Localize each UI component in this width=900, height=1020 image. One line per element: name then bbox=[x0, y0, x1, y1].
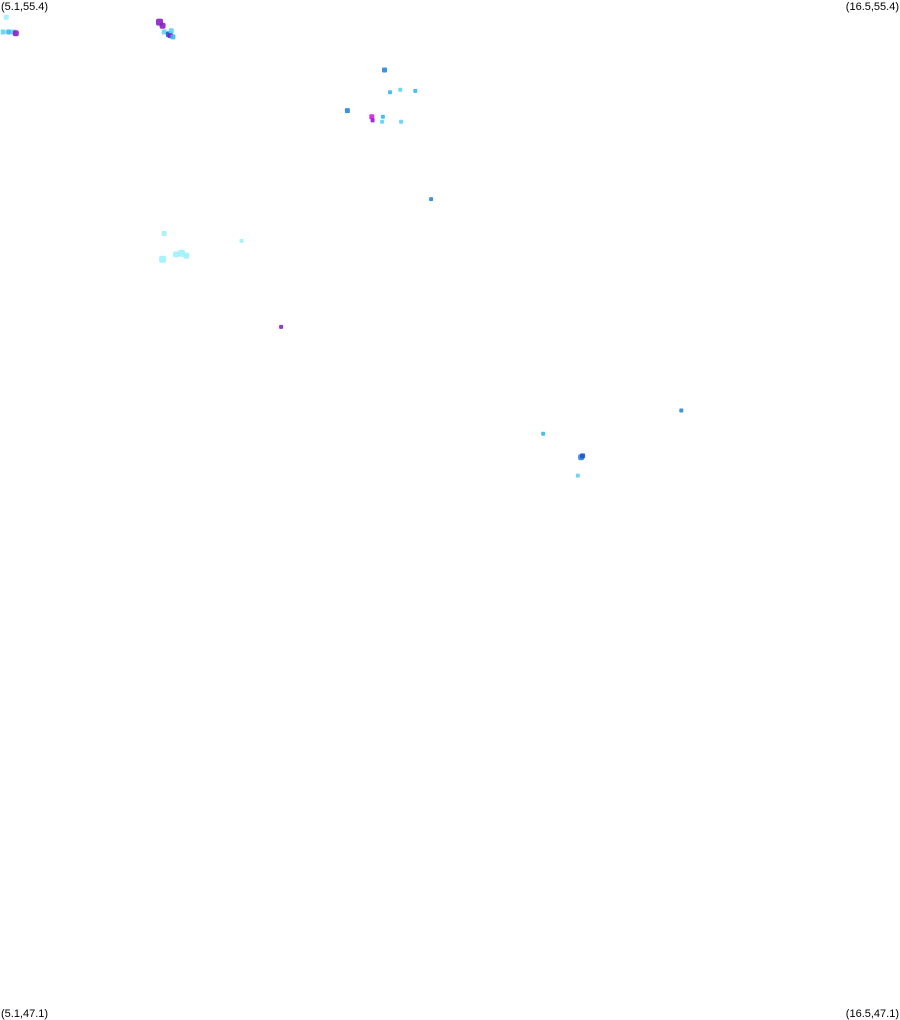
corner-label-top-right: (16.5,55.4) bbox=[845, 1, 899, 13]
map-marker[interactable] bbox=[580, 453, 586, 459]
map-marker[interactable] bbox=[382, 67, 387, 73]
map-marker[interactable] bbox=[0, 29, 6, 35]
map-marker[interactable] bbox=[380, 119, 385, 124]
map-marker[interactable] bbox=[161, 29, 167, 35]
map-marker[interactable] bbox=[173, 251, 180, 258]
map-marker[interactable] bbox=[344, 108, 350, 114]
map-marker[interactable] bbox=[369, 114, 375, 120]
corner-label-top-left: (5.1,55.4) bbox=[1, 1, 49, 13]
map-marker[interactable] bbox=[183, 252, 190, 259]
map-marker[interactable] bbox=[679, 408, 684, 413]
map-marker[interactable] bbox=[239, 238, 244, 243]
map-marker[interactable] bbox=[6, 29, 12, 35]
corner-label-bottom-right: (16.5,47.1) bbox=[845, 1008, 899, 1020]
map-marker[interactable] bbox=[279, 324, 284, 329]
map-marker[interactable] bbox=[170, 34, 176, 40]
map-marker[interactable] bbox=[429, 197, 434, 202]
marker-layer bbox=[0, 14, 684, 478]
map-marker[interactable] bbox=[370, 118, 375, 123]
map-marker[interactable] bbox=[168, 28, 174, 34]
corner-label-bottom-left: (5.1,47.1) bbox=[1, 1008, 49, 1020]
map-marker[interactable] bbox=[541, 431, 546, 436]
map-marker[interactable] bbox=[398, 87, 403, 92]
map-marker[interactable] bbox=[3, 14, 9, 20]
map-marker[interactable] bbox=[380, 114, 385, 119]
map-marker[interactable] bbox=[399, 119, 404, 124]
map-marker[interactable] bbox=[159, 255, 167, 263]
map-marker[interactable] bbox=[413, 88, 418, 93]
map-marker[interactable] bbox=[12, 30, 19, 37]
map-marker[interactable] bbox=[159, 22, 166, 29]
map-marker[interactable] bbox=[388, 90, 392, 95]
map-marker[interactable] bbox=[161, 231, 167, 236]
map-marker[interactable] bbox=[575, 473, 580, 478]
